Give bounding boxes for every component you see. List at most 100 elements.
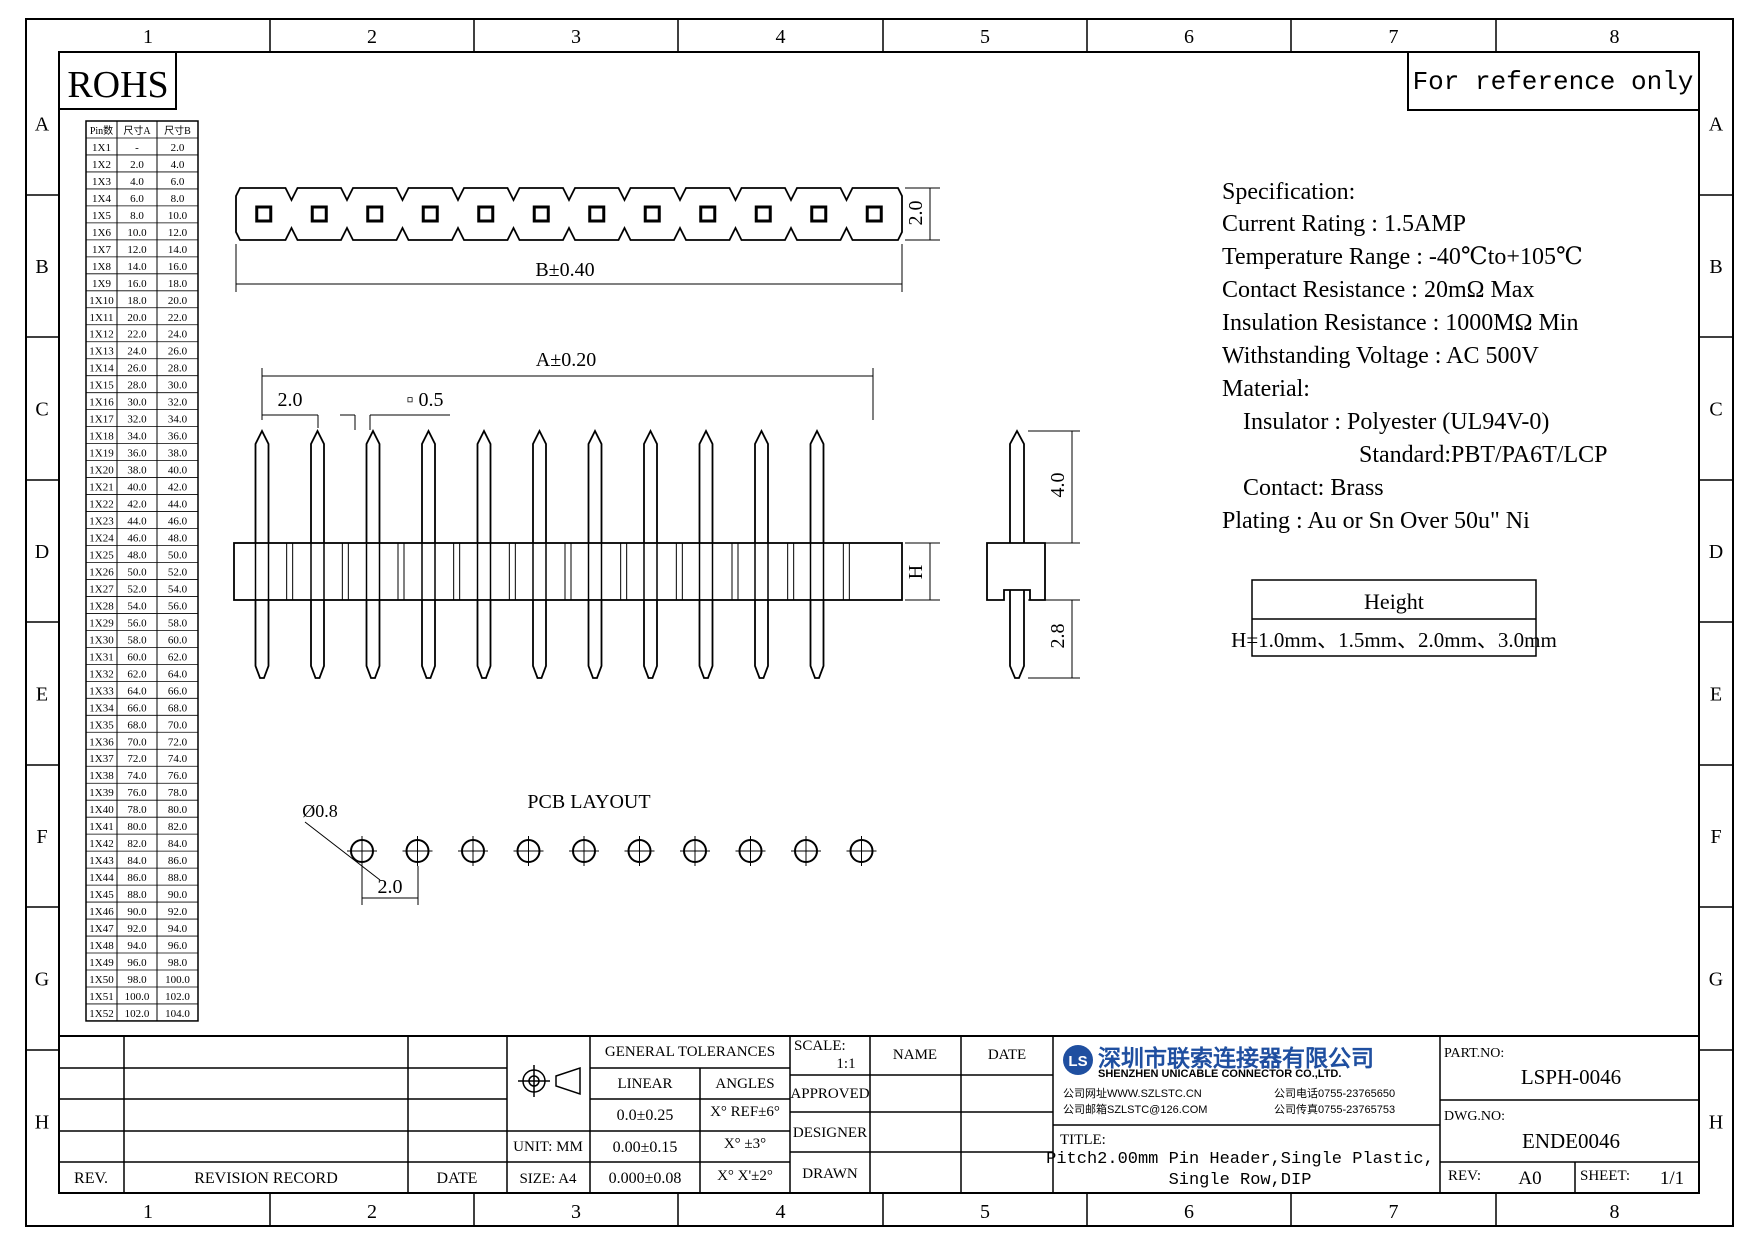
pin-table-cell: 74.0 bbox=[168, 753, 188, 765]
pin-upper bbox=[365, 428, 381, 543]
pin-table-cell: 1X40 bbox=[89, 804, 114, 816]
pin-table-cell: 22.0 bbox=[168, 312, 188, 324]
pin-table-cell: 1X39 bbox=[89, 787, 114, 799]
column-marker-bottom: 4 bbox=[776, 1201, 786, 1223]
pin-table-cell: 1X13 bbox=[89, 346, 114, 358]
pin-lower bbox=[365, 600, 381, 679]
pin-table-cell: 24.0 bbox=[127, 346, 147, 358]
pin-table-cell: 62.0 bbox=[168, 651, 188, 663]
revision-record-header: REVISION RECORD bbox=[194, 1170, 338, 1187]
row-marker-right: A bbox=[1709, 114, 1724, 136]
pin-table-cell: 1X11 bbox=[89, 312, 113, 324]
dim-a: A±0.20 bbox=[536, 349, 596, 371]
tol-angle-1: X° REF±6° bbox=[710, 1104, 780, 1120]
pin-table-cell: 78.0 bbox=[127, 804, 147, 816]
row-marker-left: D bbox=[35, 541, 49, 563]
pin-lower bbox=[532, 600, 547, 679]
pin-upper bbox=[310, 428, 325, 543]
height-title: Height bbox=[1364, 589, 1424, 614]
unit-label: UNIT: MM bbox=[513, 1139, 583, 1155]
pin-table-cell: 1X33 bbox=[89, 685, 114, 697]
pin-table-cell: 40.0 bbox=[127, 482, 147, 494]
pin-table-cell: 8.0 bbox=[130, 210, 144, 222]
pin-table-cell: 1X26 bbox=[89, 566, 114, 578]
rev-header: REV. bbox=[74, 1170, 108, 1187]
pin-table-cell: 2.0 bbox=[171, 142, 185, 154]
pin-table-cell: 104.0 bbox=[165, 1008, 190, 1020]
pin-table-cell: 1X3 bbox=[92, 176, 111, 188]
spec-line: Specification: bbox=[1222, 179, 1355, 205]
pin-table-cell: 26.0 bbox=[168, 346, 188, 358]
pin-table-cell: 1X7 bbox=[92, 244, 111, 256]
pin-table-cell: 70.0 bbox=[127, 736, 147, 748]
column-marker-bottom: 6 bbox=[1184, 1201, 1194, 1223]
pin-table-cell: 16.0 bbox=[127, 278, 147, 290]
pin-table-cell: 96.0 bbox=[127, 957, 147, 969]
pin-lower bbox=[754, 600, 769, 679]
pin-table-cell: 1X36 bbox=[89, 736, 114, 748]
row-marker-left: A bbox=[35, 114, 50, 136]
pin-table-cell: 52.0 bbox=[168, 566, 188, 578]
pin-table-cell: 62.0 bbox=[127, 668, 147, 680]
row-marker-right: C bbox=[1709, 399, 1722, 421]
pin-table-cell: 12.0 bbox=[127, 244, 147, 256]
pin-table-cell: 86.0 bbox=[127, 872, 147, 884]
pin-upper bbox=[587, 428, 603, 543]
pcb-layout bbox=[304, 821, 877, 905]
pin-table-cell: 36.0 bbox=[168, 431, 188, 443]
pin-table-cell: 66.0 bbox=[168, 685, 188, 697]
pin-square bbox=[310, 205, 328, 223]
pin-table-cell: 88.0 bbox=[127, 889, 147, 901]
column-marker-bottom: 7 bbox=[1389, 1201, 1399, 1223]
pin-upper bbox=[421, 428, 436, 543]
pin-table-cell: 72.0 bbox=[168, 736, 188, 748]
dim-side-top: 4.0 bbox=[1047, 473, 1069, 498]
pin-lower bbox=[476, 600, 492, 679]
pin-table-cell: 92.0 bbox=[168, 906, 188, 918]
pin-table-cell: 48.0 bbox=[127, 549, 147, 561]
pin-table-cell: 1X23 bbox=[89, 516, 114, 528]
pin-table-header: Pin数 bbox=[90, 124, 113, 137]
spec-line: Standard:PBT/PA6T/LCP bbox=[1359, 442, 1607, 468]
pin-table-cell: 66.0 bbox=[127, 702, 147, 714]
pin-table-cell: 1X2 bbox=[92, 159, 111, 171]
spec-line: Withstanding Voltage : AC 500V bbox=[1222, 343, 1539, 369]
pin-table-header: 尺寸A bbox=[123, 124, 151, 137]
pin-lower bbox=[587, 600, 603, 679]
pin-table-cell: 102.0 bbox=[165, 991, 190, 1003]
pin-table-cell: 80.0 bbox=[168, 804, 188, 816]
pin-table-cell: 1X12 bbox=[89, 329, 113, 341]
unicable-logo-icon bbox=[1063, 1045, 1093, 1075]
scale-label: SCALE: bbox=[794, 1038, 846, 1054]
pin-square bbox=[366, 205, 384, 223]
pin-table-cell: 1X37 bbox=[89, 753, 114, 765]
pin-table-cell: 74.0 bbox=[127, 770, 147, 782]
rev-value: A0 bbox=[1518, 1168, 1541, 1189]
side-body bbox=[986, 542, 1046, 601]
pin-table-cell: 48.0 bbox=[168, 533, 188, 545]
pin-lower bbox=[809, 600, 825, 679]
pin-table-cell: 64.0 bbox=[168, 668, 188, 680]
spec-line: Contact: Brass bbox=[1243, 475, 1384, 501]
tol-angle-3: X° X'±2° bbox=[717, 1168, 773, 1184]
pin-table-cell: 10.0 bbox=[168, 210, 188, 222]
spec-line: Insulation Resistance : 1000MΩ Min bbox=[1222, 310, 1578, 336]
rohs-label: ROHS bbox=[67, 64, 168, 106]
tol-linear-2: 0.00±0.15 bbox=[613, 1139, 678, 1156]
pin-table-cell: 54.0 bbox=[127, 600, 147, 612]
column-marker-bottom: 3 bbox=[571, 1201, 581, 1223]
reference-box bbox=[1407, 51, 1700, 111]
size-label: SIZE: A4 bbox=[519, 1171, 577, 1187]
pin-lower bbox=[254, 600, 270, 679]
pin-table-cell: 52.0 bbox=[127, 583, 147, 595]
drawn-label: DRAWN bbox=[802, 1166, 858, 1182]
pin-table-cell: 1X16 bbox=[89, 397, 114, 409]
pin-square bbox=[643, 205, 661, 223]
pin-table-cell: 92.0 bbox=[127, 923, 147, 935]
row-marker-left: H bbox=[35, 1112, 49, 1134]
column-marker-top: 2 bbox=[367, 26, 377, 48]
pin-table-cell: 1X19 bbox=[89, 448, 114, 460]
dim-pcb-pitch: 2.0 bbox=[378, 876, 403, 898]
